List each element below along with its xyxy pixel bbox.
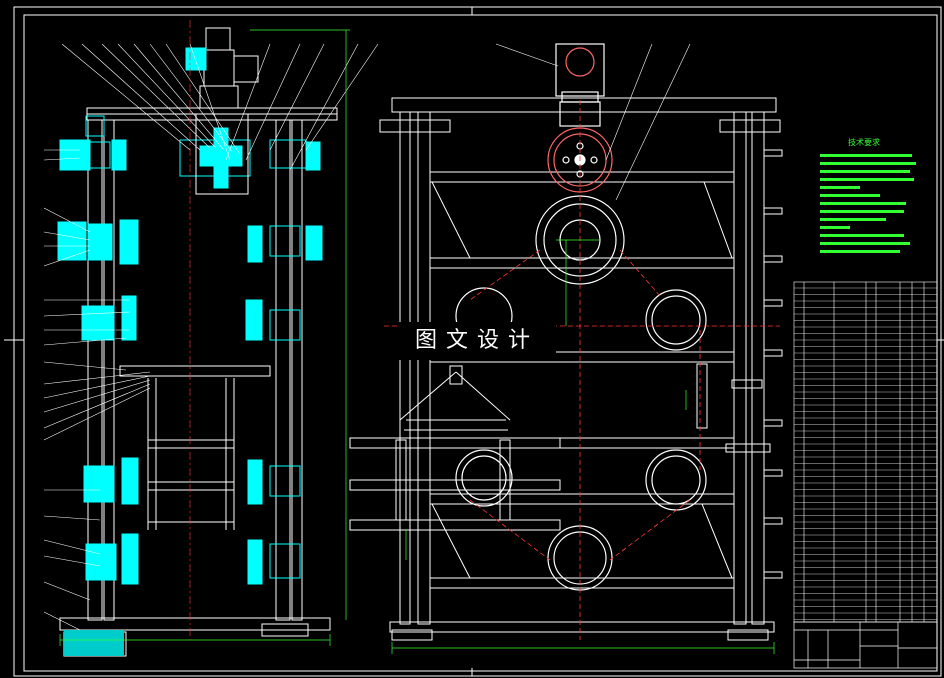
right-view-leaders [495, 43, 691, 201]
left-view-frame [59, 107, 338, 657]
parts-list-rows [794, 287, 937, 620]
title-block [793, 621, 938, 669]
tech-requirements-text [820, 154, 916, 253]
watermark: 图文设计 [398, 322, 556, 360]
left-view-motor [185, 27, 259, 195]
tech-requirements-title: 技术要求 [848, 138, 880, 147]
right-view-dimensions [391, 239, 775, 654]
parts-list [793, 281, 938, 623]
left-view-leaders [43, 43, 379, 631]
left-view-dimensions [59, 29, 350, 646]
right-view-sprockets [455, 43, 707, 591]
right-view-chain [384, 100, 780, 640]
right-view-frame [349, 97, 783, 641]
